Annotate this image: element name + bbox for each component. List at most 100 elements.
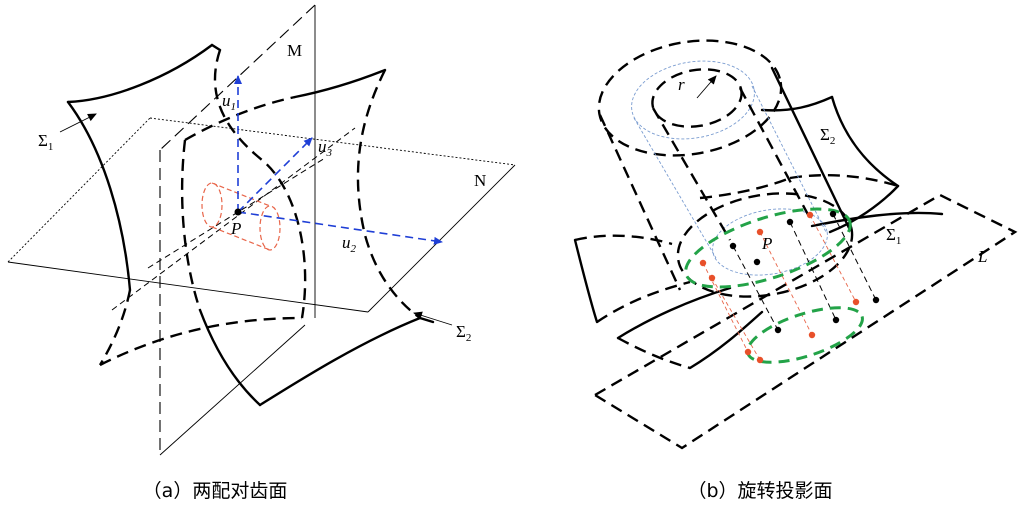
axis-u3 [237,137,313,213]
sigma2-right-edge [356,69,421,319]
plane-l [592,193,1018,450]
points-red [699,211,860,364]
cylinder-right-side [770,66,852,232]
sigma1-left-edge [66,100,132,292]
label-sigma2-sub: 2 [466,332,472,344]
label-sigma2-main: Σ [456,322,466,341]
projection-line-5 [809,214,857,303]
sigma2-leader [413,311,453,326]
surface-sigma2-b [699,95,900,234]
surface-sigma2 [180,68,435,407]
projection-line-4 [789,221,837,321]
cylinder-left-side [598,114,682,291]
contact-curve-upper [684,207,852,289]
cylinder-bottom-outer [676,192,854,298]
sigma2-b-right-edge [830,95,900,188]
cylinder-hole-right-side [738,87,814,223]
projection-cylinder [597,39,854,298]
point-p-b [753,258,761,266]
sigma1-leader [59,113,97,133]
small-cylinder-left-end [201,182,223,228]
sigma2-left-edge [198,308,262,407]
contact-line-1 [111,127,356,311]
plane-m [159,4,316,456]
sigma2-b-back-edge [789,174,899,188]
label-p: P [230,219,241,238]
label-u1: u1 [222,91,236,113]
point-red-4 [756,228,764,236]
sigma2-top-edge-hidden [184,95,296,142]
sigma2-b-left-edge [699,176,791,200]
label-u3-sub: 3 [326,147,333,159]
point-red-5 [744,348,752,356]
label-u2-main: u [342,233,351,252]
small-cylinder [201,182,281,251]
sigma1-b-right-lower [688,310,764,370]
sigma1-bottom-edge [99,316,303,367]
sigma1-b-lower-edge [596,280,691,323]
label-sigma1-sub: 1 [48,141,54,153]
axis-u2 [237,211,443,245]
surface-sigma1-b [573,211,944,370]
point-black-3 [786,218,794,226]
small-cylinder-right-end [259,205,281,251]
sigma2-b-top-edge [760,95,834,112]
point-red-6 [756,356,764,364]
label-u3-main: u [318,137,327,156]
label-u1-main: u [222,91,231,110]
sigma2-bottom-edge [258,316,435,407]
label-m: M [287,41,302,60]
point-red-2 [708,274,716,282]
point-red-1 [699,259,707,267]
sigma1-top-edge [66,43,222,104]
cylinder-bottom-inner [712,208,828,276]
small-cylinder-top-side [211,182,271,207]
label-sigma1: Σ1 [38,131,53,153]
projection-line-7 [759,231,813,336]
cylinder-top-outer [597,39,783,157]
label-sigma2-b-sub: 2 [830,135,836,147]
point-black-5 [774,326,782,334]
sigma1-b-left-side [573,238,599,324]
plane-n-back-left-edge [7,117,151,263]
label-sigma2-b: Σ2 [820,125,835,147]
cylinder-top-inner [631,60,755,140]
sigma1-left-edge-hidden [98,289,132,366]
sigma2-left-edge-hidden [180,139,202,311]
label-u2-sub: 2 [351,243,357,255]
label-sigma2: Σ2 [456,322,471,344]
sigma1-b-left-edge [574,234,673,246]
sigma2-top-edge [293,68,387,99]
plane-n-front-edge [7,261,369,313]
point-black-7 [872,296,880,304]
projection-line-6 [832,213,877,301]
point-black-1 [729,242,737,250]
point-red-7 [852,298,860,306]
label-u1-sub: 1 [231,101,237,113]
label-sigma1-b: Σ1 [886,225,901,247]
plane-m-bottom-edge [159,324,306,456]
panel-b: r P L Σ2 Σ1 （b）旋转投影面 [573,39,1018,502]
point-red-3 [806,211,814,219]
projection-line-2 [732,245,779,331]
panel-a: M N P Σ1 Σ2 u1 u2 u3 （a）两配对齿面 [7,4,516,502]
projection-line-3 [711,277,761,361]
sigma1-b-front-edge [616,286,732,340]
label-l: L [977,247,987,266]
label-sigma1-main: Σ [38,131,48,150]
plane-n-back-edge [149,117,516,166]
cylinder-hole-left-side [651,107,732,241]
label-sigma2-b-main: Σ [820,125,830,144]
label-sigma1-b-sub: 1 [896,235,902,247]
point-black-6 [832,316,840,324]
label-u2: u2 [342,233,357,255]
small-cylinder-bottom-side [211,226,271,251]
point-p [234,208,242,216]
label-p-b: P [761,234,772,253]
caption-b: （b）旋转投影面 [687,480,832,502]
sigma1-b-front-hidden [617,336,691,370]
point-red-8 [808,331,816,339]
surface-sigma1 [66,43,307,367]
label-sigma1-b-main: Σ [886,225,896,244]
